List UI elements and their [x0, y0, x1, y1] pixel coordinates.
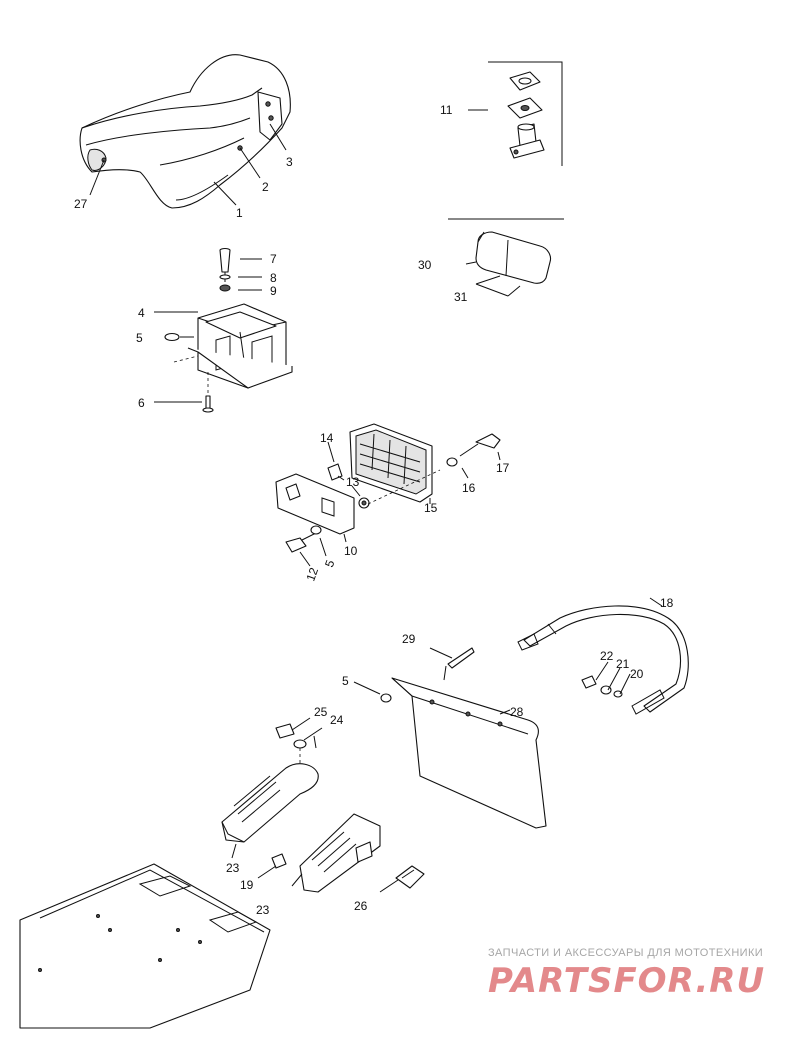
callout-15: 15	[424, 501, 438, 515]
callout-labels: 1 2 3 27 11 30 31 7 8 9 4 5 6 14 13 15 1…	[74, 103, 674, 917]
callout-3: 3	[286, 155, 293, 169]
part-4-box	[154, 247, 293, 413]
callout-20: 20	[630, 667, 644, 681]
callout-29: 29	[402, 632, 416, 646]
watermark-logo: PARTSFOR.RU	[488, 961, 765, 1001]
callout-23-lower: 23	[256, 903, 270, 917]
callout-31: 31	[454, 290, 468, 304]
callout-5-taillight: 5	[322, 558, 338, 569]
callout-18: 18	[660, 596, 674, 610]
callout-5: 5	[136, 331, 143, 345]
callout-1: 1	[236, 206, 243, 220]
callout-13: 13	[346, 475, 360, 489]
taillight-assembly	[275, 423, 501, 567]
callout-4: 4	[138, 306, 145, 320]
callout-25: 25	[314, 705, 328, 719]
callout-6: 6	[138, 396, 145, 410]
watermark: ЗАПЧАСТИ И АКСЕССУАРЫ ДЛЯ МОТОТЕХНИКИ PA…	[488, 947, 765, 1001]
grab-handle-assembly	[517, 597, 689, 715]
callout-9: 9	[270, 284, 277, 298]
callout-12: 12	[303, 565, 321, 583]
callout-28: 28	[510, 705, 524, 719]
watermark-tagline: ЗАПЧАСТИ И АКСЕССУАРЫ ДЛЯ МОТОТЕХНИКИ	[488, 947, 763, 959]
callout-11: 11	[440, 103, 453, 117]
callout-24: 24	[330, 713, 344, 727]
callout-16: 16	[462, 481, 476, 495]
callout-22: 22	[600, 649, 614, 663]
callout-26: 26	[354, 899, 368, 913]
callout-17: 17	[496, 461, 510, 475]
part-11-grommets	[468, 61, 563, 166]
tunnel-body	[19, 863, 271, 1029]
callout-7: 7	[270, 252, 277, 266]
callout-27: 27	[74, 197, 88, 211]
callout-5-flap: 5	[342, 674, 349, 688]
running-board-assembly	[221, 717, 425, 893]
part-30-31-pad	[448, 218, 564, 297]
mud-flap-assembly	[353, 647, 547, 829]
callout-2: 2	[262, 180, 269, 194]
callout-8: 8	[270, 271, 277, 285]
callout-23-upper: 23	[226, 861, 240, 875]
callout-14: 14	[320, 431, 334, 445]
callout-21: 21	[616, 657, 630, 671]
seat-assembly	[79, 54, 291, 209]
callout-30: 30	[418, 258, 432, 272]
callout-10: 10	[344, 544, 358, 558]
callout-19: 19	[240, 878, 254, 892]
